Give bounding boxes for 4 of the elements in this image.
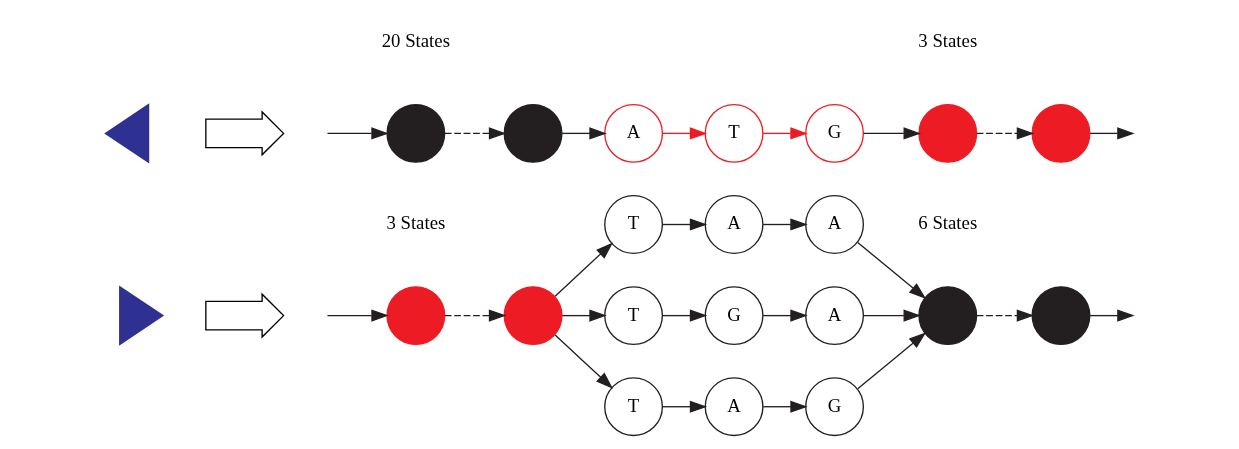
label: 6 States [918, 212, 978, 234]
label: 3 States [386, 212, 446, 234]
label: 20 States [381, 30, 450, 52]
label: 3 States [918, 30, 978, 52]
